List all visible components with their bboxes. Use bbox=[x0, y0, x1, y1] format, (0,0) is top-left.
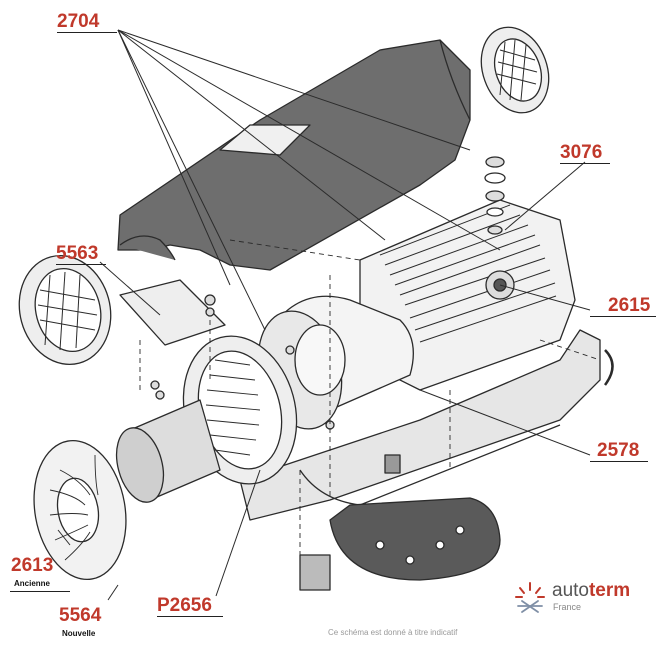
label-underline bbox=[56, 264, 106, 265]
logo-wordmark: autoterm bbox=[552, 580, 631, 601]
label-underline bbox=[157, 616, 223, 617]
label-nouvelle: Nouvelle bbox=[62, 629, 96, 638]
footnote: Ce schéma est donné à titre indicatif bbox=[328, 628, 458, 637]
label-2704: 2704 bbox=[57, 11, 100, 32]
label-underline bbox=[590, 461, 648, 462]
label-5564: 5564 bbox=[59, 605, 102, 626]
label-5563: 5563 bbox=[56, 243, 99, 264]
autoterm-logo: autoterm France bbox=[512, 578, 652, 618]
top-cover bbox=[117, 39, 471, 271]
label-2615: 2615 bbox=[608, 295, 651, 316]
connector bbox=[299, 554, 331, 591]
label-2613: 2613 bbox=[11, 555, 54, 576]
mount-plate bbox=[329, 497, 501, 581]
label-p2656: P2656 bbox=[157, 595, 212, 616]
label-underline bbox=[560, 163, 610, 164]
bearing-stack bbox=[484, 156, 506, 235]
label-underline bbox=[590, 316, 656, 317]
label-underline bbox=[10, 591, 70, 592]
label-2578: 2578 bbox=[597, 440, 640, 461]
snowflake-sun-icon bbox=[515, 582, 545, 613]
label-3076: 3076 bbox=[560, 142, 603, 163]
label-underline bbox=[57, 32, 117, 33]
gasket-plate bbox=[119, 279, 226, 346]
logo-country: France bbox=[553, 602, 582, 612]
label-ancienne: Ancienne bbox=[14, 579, 51, 588]
